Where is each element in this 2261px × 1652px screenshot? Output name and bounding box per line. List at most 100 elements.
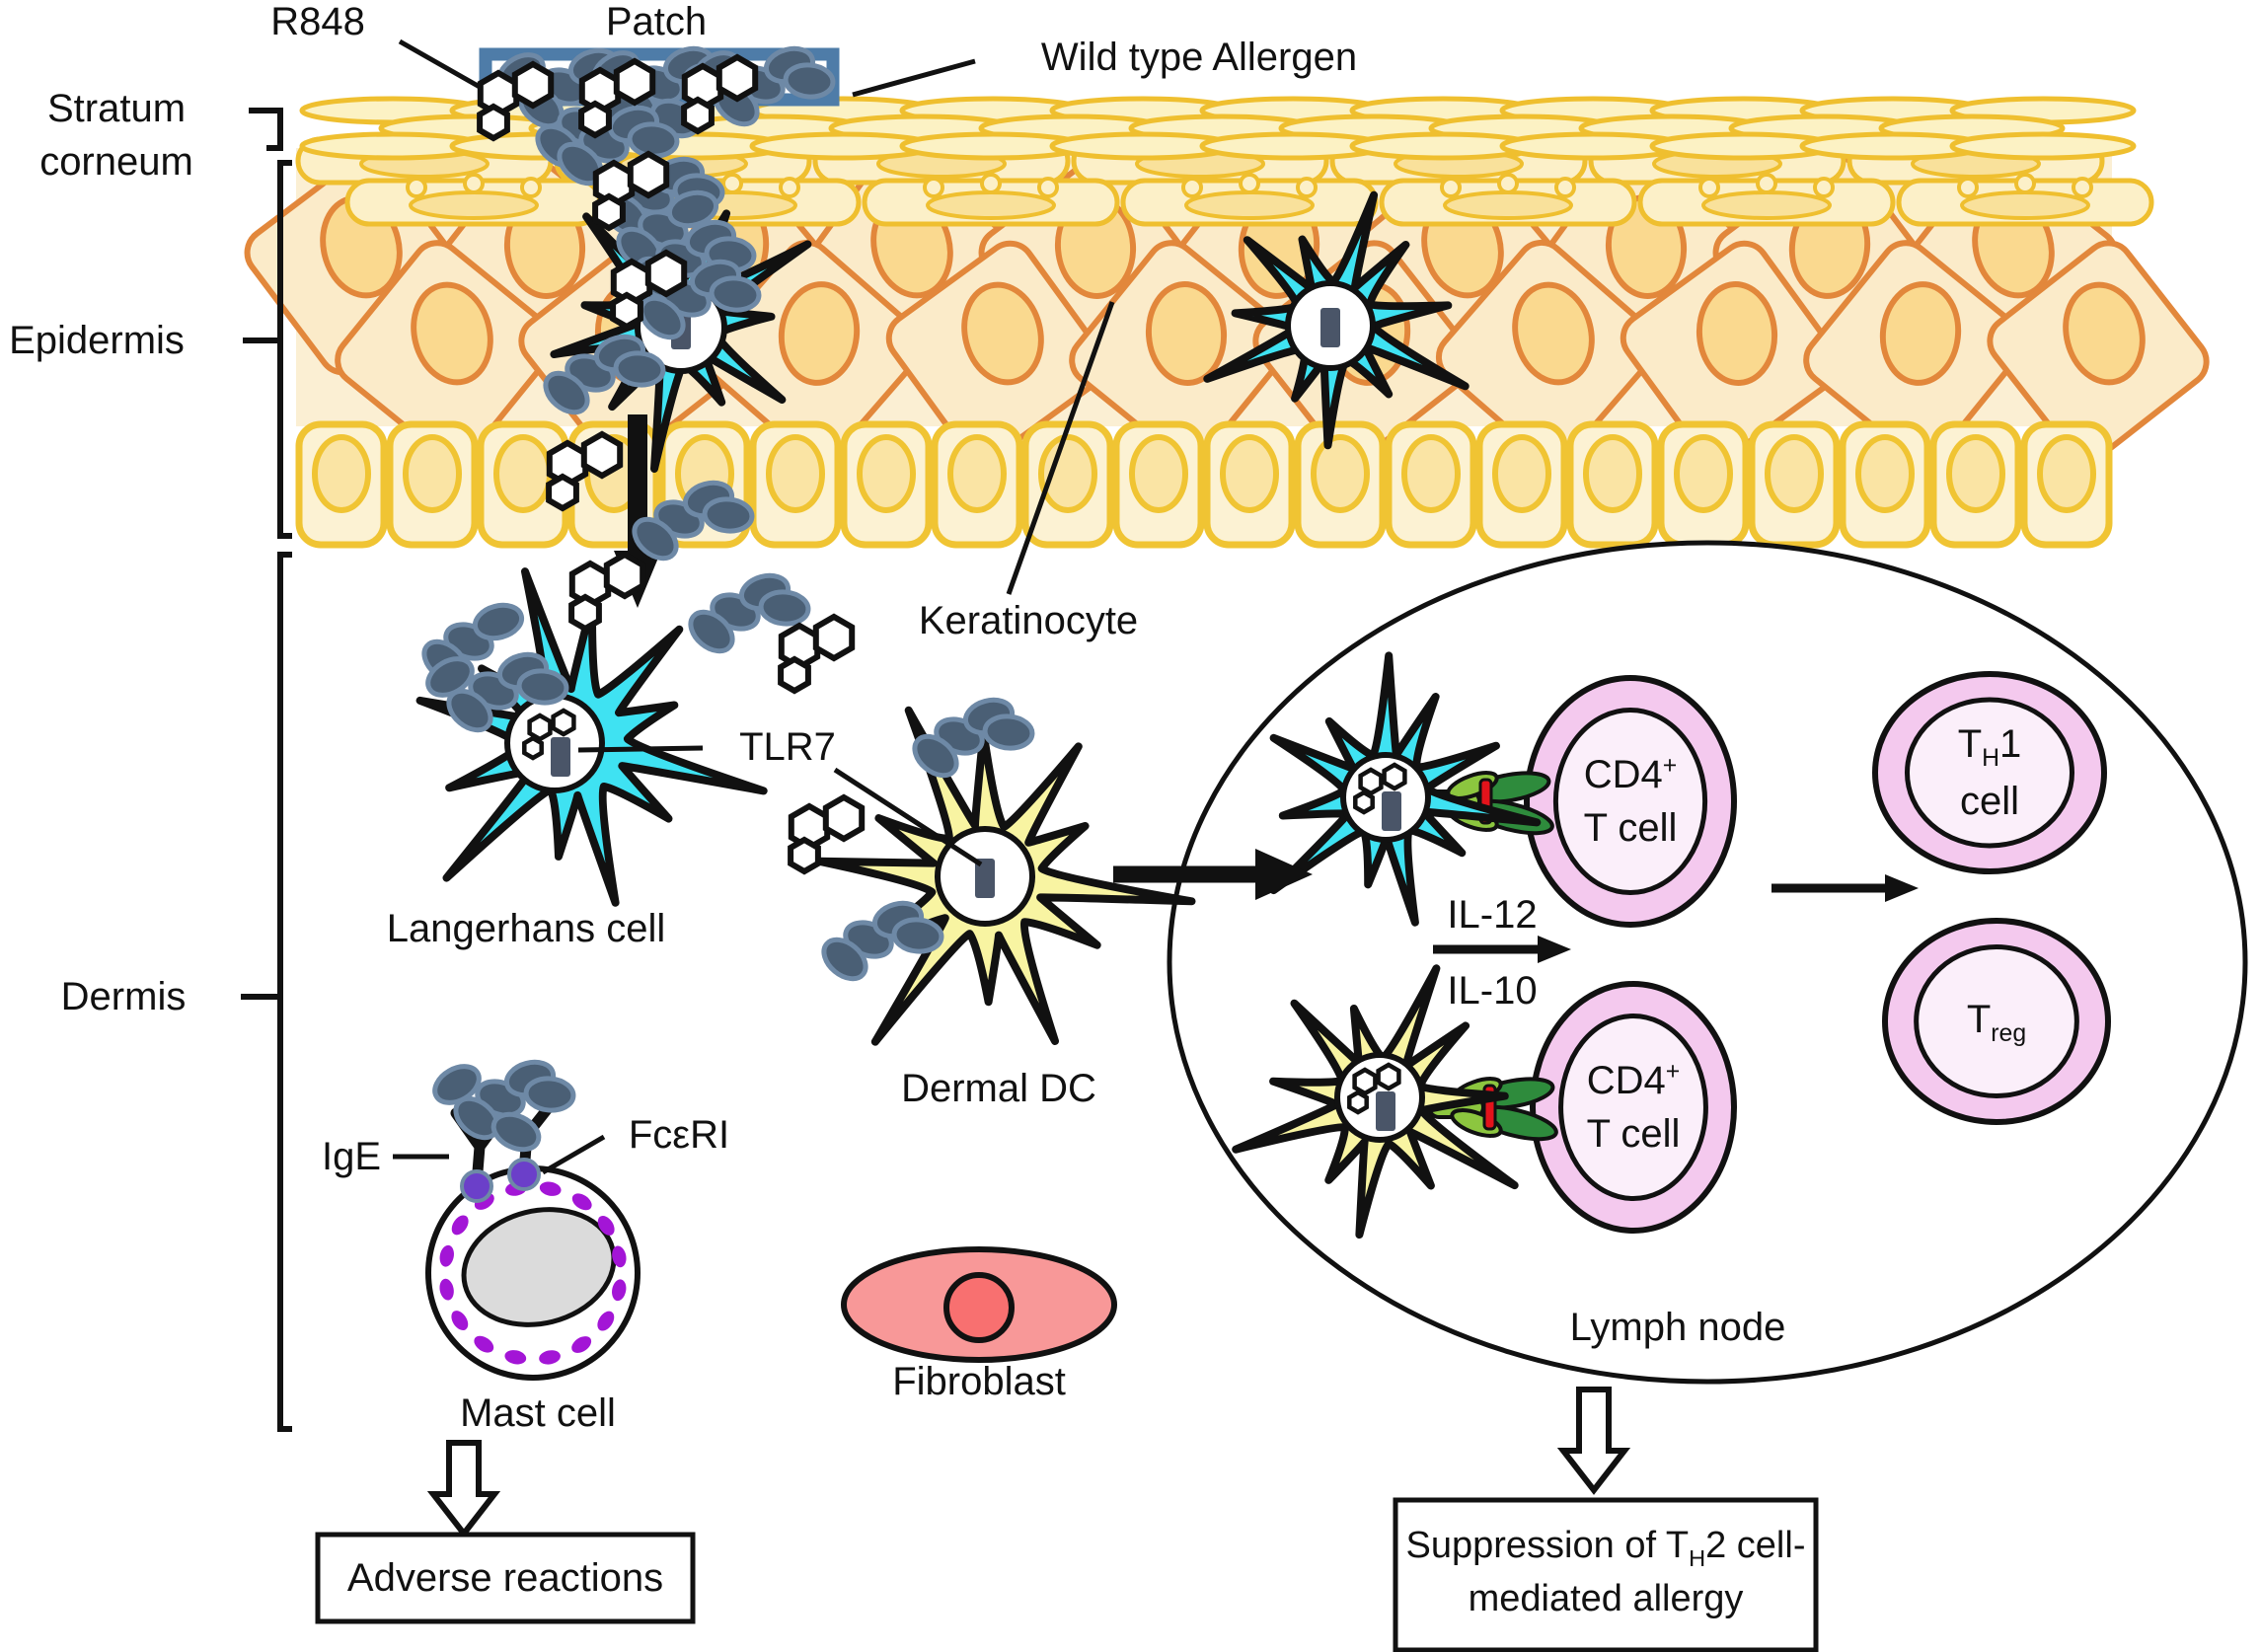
mast-granule — [439, 1278, 454, 1301]
cd4-text: CD4 — [1586, 1059, 1666, 1102]
tlr7-receptor-icon — [975, 859, 995, 898]
mast-granule — [451, 1215, 469, 1236]
tlr7-receptor-icon — [1382, 791, 1401, 831]
label-lymph-node: Lymph node — [1569, 1306, 1786, 1349]
r848-hexagon-icon — [1353, 789, 1375, 815]
label-il12: IL-12 — [1447, 893, 1538, 937]
mast-granule — [571, 1336, 592, 1353]
suppression-l1c: 2 cell- — [1705, 1525, 1806, 1567]
mast-granule — [539, 1350, 561, 1365]
allergen-cluster-icon — [543, 334, 666, 415]
fibroblast-cell — [841, 1246, 1117, 1363]
r848-hexagon-icon — [1347, 1089, 1369, 1115]
mast-granule — [571, 1193, 592, 1211]
tlr7-receptor-icon — [1376, 1091, 1395, 1131]
label-adverse-reactions: Adverse reactions — [346, 1556, 664, 1600]
label-il10: IL-10 — [1447, 969, 1538, 1013]
r848-hexagon-icon — [1358, 767, 1384, 796]
layer-brackets — [241, 108, 292, 1432]
suppression-l2: mediated allergy — [1468, 1578, 1744, 1620]
r848-molecule-icon — [578, 57, 656, 139]
suppression-box — [1393, 1497, 1819, 1652]
r848-molecule-icon — [546, 430, 624, 512]
allergen-cluster-icon — [821, 900, 944, 982]
langerhans-cell-lymph-node — [1269, 651, 1542, 927]
allergen-cluster-icon — [616, 189, 719, 271]
label-fceri: FcεRI — [628, 1113, 730, 1157]
r848-hexagon-icon — [522, 735, 544, 761]
th1-cell-word: cell — [1959, 780, 2020, 824]
cd4-t-cell-bottom — [1530, 981, 1737, 1234]
cd4-line2: T cell — [1586, 1112, 1681, 1156]
mast-outcome-arrow-icon — [426, 1440, 501, 1539]
allergen-cluster-icon — [632, 480, 755, 562]
label-epidermis: Epidermis — [9, 319, 185, 362]
adverse-reactions-box — [315, 1532, 696, 1624]
label-r848: R848 — [270, 0, 365, 43]
r848-molecules — [477, 53, 866, 875]
treg-cell — [1882, 918, 2111, 1125]
mast-granule — [439, 1244, 454, 1267]
r848-molecule-icon — [592, 150, 670, 232]
mast-granule — [612, 1245, 627, 1268]
r848-molecule-icon — [477, 60, 555, 142]
cd4-line2: T cell — [1583, 806, 1678, 850]
tlr7-receptor-icon — [1320, 308, 1340, 347]
label-patch: Patch — [605, 0, 708, 43]
dermis-bracket — [241, 552, 292, 1432]
allergen-cluster-icon — [432, 1059, 576, 1153]
label-langerhans-cell: Langerhans cell — [386, 907, 666, 950]
cd4-text: CD4 — [1583, 753, 1663, 796]
r848-molecule-icon — [681, 53, 759, 135]
cd4-plus: + — [1662, 752, 1678, 780]
mast-granule — [474, 1335, 494, 1353]
suppression-l1a: Suppression of T — [1405, 1525, 1690, 1567]
label-ige: IgE — [321, 1135, 382, 1178]
suppression-l1b: H — [1689, 1544, 1706, 1571]
allergen-cluster-icon — [425, 651, 569, 733]
dermal-dc-lymph-node — [1232, 964, 1519, 1239]
cd4-t-cell-top — [1524, 675, 1737, 928]
allergen-cluster-icon — [688, 572, 811, 654]
tlr7-receptor-icon — [551, 737, 570, 777]
th1-1: 1 — [1999, 721, 2022, 766]
r848-hexagon-icon — [1352, 1067, 1378, 1096]
mast-granule — [504, 1350, 527, 1365]
label-dermis: Dermis — [60, 975, 187, 1018]
label-mast-cell: Mast cell — [460, 1391, 616, 1435]
r848-hexagon-icon — [1376, 1062, 1401, 1091]
th1-cell — [1872, 671, 2107, 874]
r848-hexagon-icon — [551, 708, 576, 737]
label-wild-type-allergen: Wild type Allergen — [1040, 36, 1358, 79]
mast-granule — [612, 1279, 627, 1302]
th1-t: T — [1957, 721, 1983, 766]
mast-granule — [451, 1311, 469, 1331]
r848-molecule-icon — [788, 793, 866, 875]
allergen-cluster-icon — [912, 697, 1035, 779]
r848-hexagon-icon — [1382, 762, 1407, 791]
label-cd4-t-cell-2: CD4+ T cell — [1587, 1054, 1681, 1161]
treg-t: T — [1966, 997, 1992, 1041]
label-keratinocyte: Keratinocyte — [918, 599, 1139, 642]
lymph-outcome-arrow-icon — [1556, 1387, 1631, 1495]
langerhans-cell-epidermis-right — [1203, 190, 1470, 450]
mast-granule — [539, 1181, 562, 1196]
stratum-line1: Stratum — [46, 87, 187, 130]
label-tlr7: TLR7 — [739, 725, 836, 769]
allergen-cluster-icon — [557, 105, 680, 187]
cd4-plus: + — [1665, 1058, 1681, 1086]
label-suppression: Suppression of TH2 cell- mediated allerg… — [1406, 1521, 1806, 1625]
label-fibroblast: Fibroblast — [892, 1360, 1066, 1403]
r848-molecule-icon — [778, 613, 856, 695]
pointer-lines — [393, 38, 1115, 1175]
label-treg-cell: Treg — [1967, 993, 2026, 1050]
r848-hexagon-icon — [527, 713, 553, 742]
mast-granule — [597, 1311, 615, 1331]
stratum-line2: corneum — [39, 140, 193, 184]
label-th1-cell: TH1 cell — [1958, 717, 2022, 828]
label-stratum-corneum: Stratum corneum — [39, 82, 193, 188]
stratum-corneum-bracket — [249, 108, 283, 151]
allergen-cluster-icon — [639, 259, 762, 340]
r848-molecule-icon — [568, 551, 646, 633]
